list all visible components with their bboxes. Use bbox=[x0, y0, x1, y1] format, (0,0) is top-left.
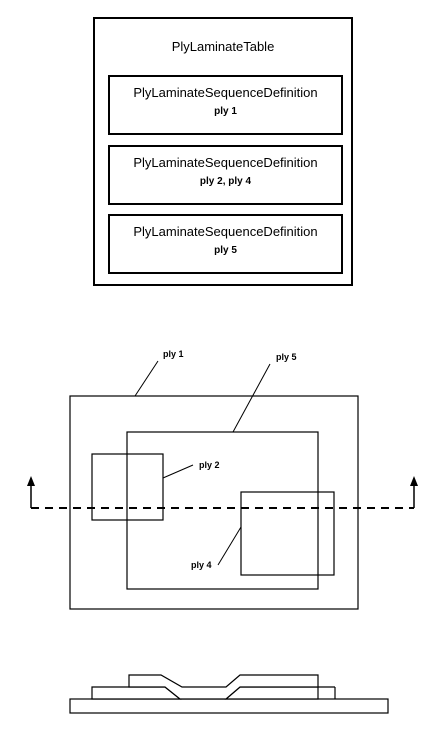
sequence-plies: ply 1 bbox=[214, 106, 237, 117]
section-ply-5 bbox=[128, 674, 319, 700]
table-title: PlyLaminateTable bbox=[171, 39, 275, 54]
section-ply-4 bbox=[224, 686, 319, 700]
sequence-name: PlyLaminateSequenceDefinition bbox=[133, 155, 318, 170]
ply-4-outline bbox=[240, 491, 335, 576]
ply-2-label: ply 2 bbox=[199, 460, 220, 470]
sequence-name: PlyLaminateSequenceDefinition bbox=[133, 224, 318, 239]
ply-5-leader bbox=[232, 363, 271, 433]
sequence-plies: ply 5 bbox=[214, 245, 237, 256]
ply-1-label: ply 1 bbox=[163, 349, 184, 359]
ply-5-outline bbox=[126, 431, 319, 590]
section-arrow-left-icon bbox=[27, 476, 35, 486]
sequence-definition-1: PlyLaminateSequenceDefinition ply 1 bbox=[108, 75, 343, 135]
ply-5-label: ply 5 bbox=[276, 352, 297, 362]
sequence-definition-2: PlyLaminateSequenceDefinition ply 2, ply… bbox=[108, 145, 343, 205]
ply-1-leader bbox=[134, 360, 159, 397]
ply-1-outline bbox=[69, 395, 359, 610]
ply-4-leader bbox=[217, 526, 242, 566]
sequence-name: PlyLaminateSequenceDefinition bbox=[133, 85, 318, 100]
sequence-definition-3: PlyLaminateSequenceDefinition ply 5 bbox=[108, 214, 343, 274]
ply-4-label: ply 4 bbox=[191, 560, 212, 570]
ply-2-outline bbox=[91, 453, 164, 521]
section-cut-line bbox=[30, 484, 415, 509]
sequence-plies: ply 2, ply 4 bbox=[199, 176, 252, 187]
section-arrow-right-icon bbox=[410, 476, 418, 486]
ply-2-leader bbox=[162, 464, 194, 479]
section-ply-1 bbox=[69, 698, 389, 714]
ply-laminate-table: PlyLaminateTable PlyLaminateSequenceDefi… bbox=[93, 17, 353, 286]
laminate-cross-section bbox=[69, 674, 389, 714]
